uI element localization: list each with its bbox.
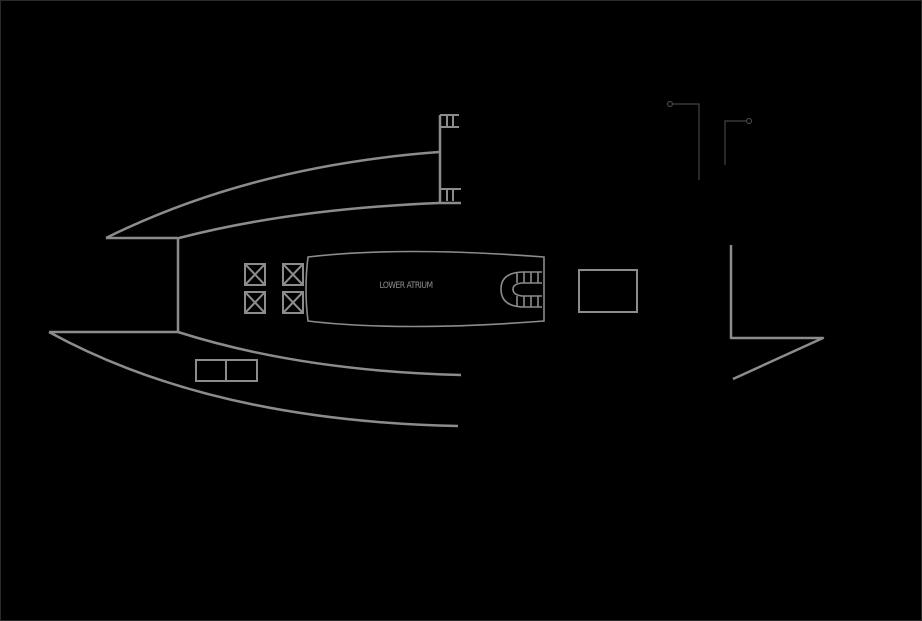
stairs-icon xyxy=(440,114,459,128)
room-label-lower-atrium: LOWER ATRIUM xyxy=(379,281,433,291)
curved-staircase-icon xyxy=(500,271,542,308)
lower-hull-inner xyxy=(177,330,462,377)
elevator-icon[interactable] xyxy=(282,291,304,314)
elevator-icon[interactable] xyxy=(282,263,304,286)
elevator-icon[interactable] xyxy=(244,291,266,314)
upper-hull-outer xyxy=(105,150,440,240)
counter-icon xyxy=(195,359,258,382)
east-wing-wall xyxy=(729,245,825,381)
room-east[interactable] xyxy=(578,269,638,313)
marker-pin-icon[interactable] xyxy=(666,100,700,181)
marker-pin-icon[interactable] xyxy=(724,117,753,166)
west-wall xyxy=(49,236,180,334)
upper-hull-inner xyxy=(178,201,461,240)
elevator-icon[interactable] xyxy=(244,263,266,286)
lower-hull-outer xyxy=(48,330,459,428)
room-lower-atrium[interactable] xyxy=(305,250,545,328)
stairs-icon xyxy=(440,188,461,201)
